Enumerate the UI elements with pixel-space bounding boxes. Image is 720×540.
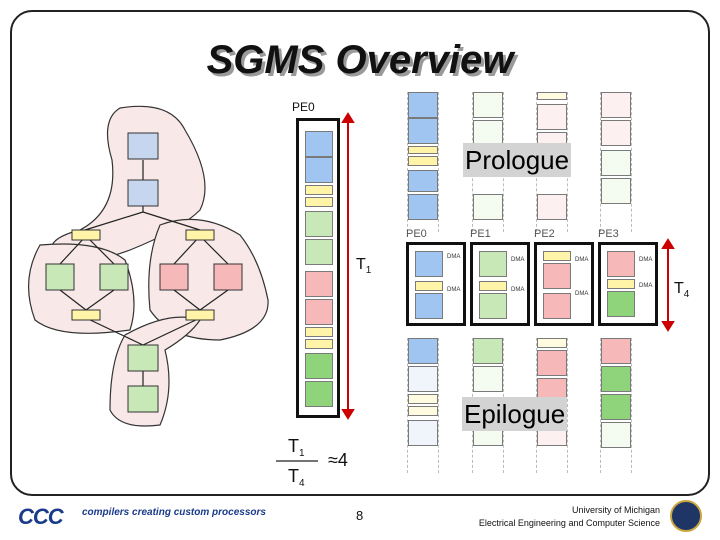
- pe0-column-label: PE0: [292, 100, 315, 114]
- pe-row-label-1: PE1: [470, 228, 491, 240]
- seq-cell-green-4: [305, 381, 333, 407]
- epilogue-pe3-column: [600, 338, 632, 473]
- pe-row-label-3: PE3: [598, 228, 619, 240]
- university-seal-icon: [670, 500, 702, 532]
- ccc-tagline: compilers creating custom processors: [82, 507, 266, 518]
- seq-cell-blue-1: [305, 131, 333, 157]
- graph-node-blue-2: [127, 179, 159, 207]
- graph-node-green-1: [45, 263, 75, 291]
- seq-cell-green-1: [305, 211, 333, 237]
- graph-node-pink-2: [213, 263, 243, 291]
- graph-node-green-4: [127, 385, 159, 413]
- graph-node-yellow-1: [71, 229, 101, 241]
- pe-row-label-0: PE0: [406, 228, 427, 240]
- slide-title: SGMS Overview: [206, 38, 514, 82]
- seq-cell-green-3: [305, 353, 333, 379]
- prologue-label: Prologue: [463, 143, 572, 177]
- graph-node-blue-1: [127, 132, 159, 160]
- t4-span-arrow: [661, 238, 675, 332]
- pe0-sequential-column: [296, 118, 340, 418]
- kernel-pe0-box: DMA DMA: [406, 242, 466, 326]
- t4-label: T4: [674, 280, 690, 300]
- pe-row-label-2: PE2: [534, 228, 555, 240]
- affiliation-line1: University of Michigan: [571, 505, 660, 515]
- kernel-pe3-box: DMA DMA: [598, 242, 658, 326]
- seq-cell-pink-2: [305, 299, 333, 325]
- prologue-pe3-column: [600, 92, 632, 232]
- seq-cell-yellow-2: [305, 197, 333, 207]
- graph-node-green-2: [99, 263, 129, 291]
- t1-label: T1: [356, 256, 372, 276]
- approx-ratio: ≈4: [328, 450, 348, 470]
- epilogue-label: Epilogue: [462, 397, 568, 431]
- graph-node-yellow-3: [71, 309, 101, 321]
- fraction-numerator: T1: [288, 436, 305, 459]
- graph-edges: [59, 160, 229, 386]
- kernel-pe1-box: DMA DMA: [470, 242, 530, 326]
- ccc-logo: CCC: [18, 504, 64, 529]
- kernel-pe2-box: DMA DMA: [534, 242, 594, 326]
- fraction-denominator: T4: [288, 466, 305, 489]
- graph-node-green-3: [127, 344, 159, 372]
- t1-span-arrow: [341, 112, 355, 420]
- page-number: 8: [356, 508, 364, 523]
- graph-node-pink-1: [159, 263, 189, 291]
- seq-cell-green-2: [305, 239, 333, 265]
- graph-node-yellow-2: [185, 229, 215, 241]
- prologue-pe0-column: [407, 92, 439, 232]
- seq-cell-yellow-3: [305, 327, 333, 337]
- group-outline-right: [148, 218, 269, 341]
- epilogue-pe0-column: [407, 338, 439, 473]
- seq-cell-yellow-4: [305, 339, 333, 349]
- graph-node-yellow-4: [185, 309, 215, 321]
- seq-cell-blue-2: [305, 157, 333, 183]
- affiliation-line2: Electrical Engineering and Computer Scie…: [478, 518, 660, 528]
- seq-cell-pink-1: [305, 271, 333, 297]
- seq-cell-yellow-1: [305, 185, 333, 195]
